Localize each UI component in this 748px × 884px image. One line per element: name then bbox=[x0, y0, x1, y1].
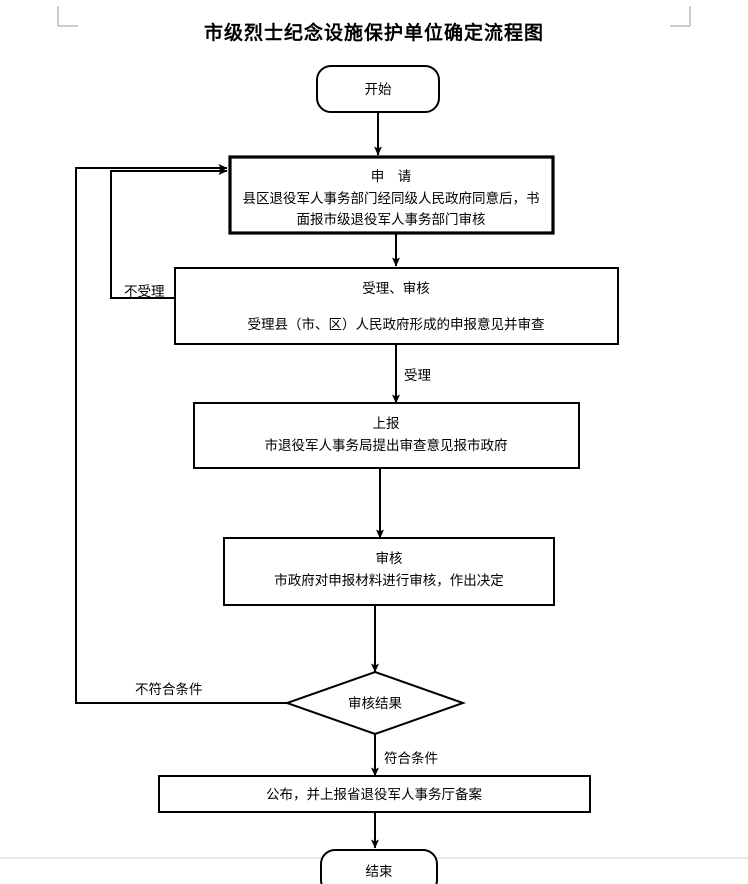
node-examine-title: 审核 bbox=[376, 551, 403, 567]
edge-label-qualified: 符合条件 bbox=[384, 750, 438, 767]
node-decision[interactable]: 审核结果 bbox=[283, 670, 467, 736]
node-apply[interactable]: 申 请 县区退役军人事务部门经同级人民政府同意后，书 面报市级退役军人事务部门审… bbox=[228, 155, 555, 235]
edge-not-accepted-loop bbox=[110, 167, 228, 299]
node-publish[interactable]: 公布，并上报省退役军人事务厅备案 bbox=[158, 775, 591, 813]
node-accept-review[interactable]: 受理、审核 受理县（市、区）人民政府形成的申报意见并审查 bbox=[174, 267, 619, 345]
node-start[interactable]: 开始 bbox=[316, 65, 440, 113]
node-report-up-line-1: 市退役军人事务局提出审查意见报市政府 bbox=[265, 437, 508, 454]
edge-label-accepted: 受理 bbox=[404, 368, 431, 384]
edge-label-not-qualified: 不符合条件 bbox=[135, 681, 203, 698]
node-apply-line-2: 面报市级退役军人事务部门审核 bbox=[297, 211, 486, 228]
node-end[interactable]: 结束 bbox=[320, 849, 438, 884]
node-report-up[interactable]: 上报 市退役军人事务局提出审查意见报市政府 bbox=[193, 402, 580, 469]
node-report-up-title: 上报 bbox=[373, 416, 400, 432]
node-apply-line-1: 县区退役军人事务部门经同级人民政府同意后，书 bbox=[243, 190, 540, 207]
node-publish-label: 公布，并上报省退役军人事务厅备案 bbox=[266, 786, 482, 803]
page-title: 市级烈士纪念设施保护单位确定流程图 bbox=[203, 22, 544, 44]
node-examine-line-1: 市政府对申报材料进行审核，作出决定 bbox=[274, 572, 504, 589]
node-examine[interactable]: 审核 市政府对申报材料进行审核，作出决定 bbox=[223, 537, 555, 606]
node-apply-title: 申 请 bbox=[371, 169, 412, 185]
node-accept-review-line-1: 受理县（市、区）人民政府形成的申报意见并审查 bbox=[248, 316, 545, 333]
node-accept-review-title: 受理、审核 bbox=[362, 281, 430, 297]
edge-label-not-accepted: 不受理 bbox=[124, 284, 165, 300]
edge-not-qualified-loop bbox=[75, 164, 292, 704]
node-decision-label: 审核结果 bbox=[348, 696, 402, 712]
node-start-label: 开始 bbox=[365, 82, 392, 98]
node-end-label: 结束 bbox=[366, 864, 393, 880]
